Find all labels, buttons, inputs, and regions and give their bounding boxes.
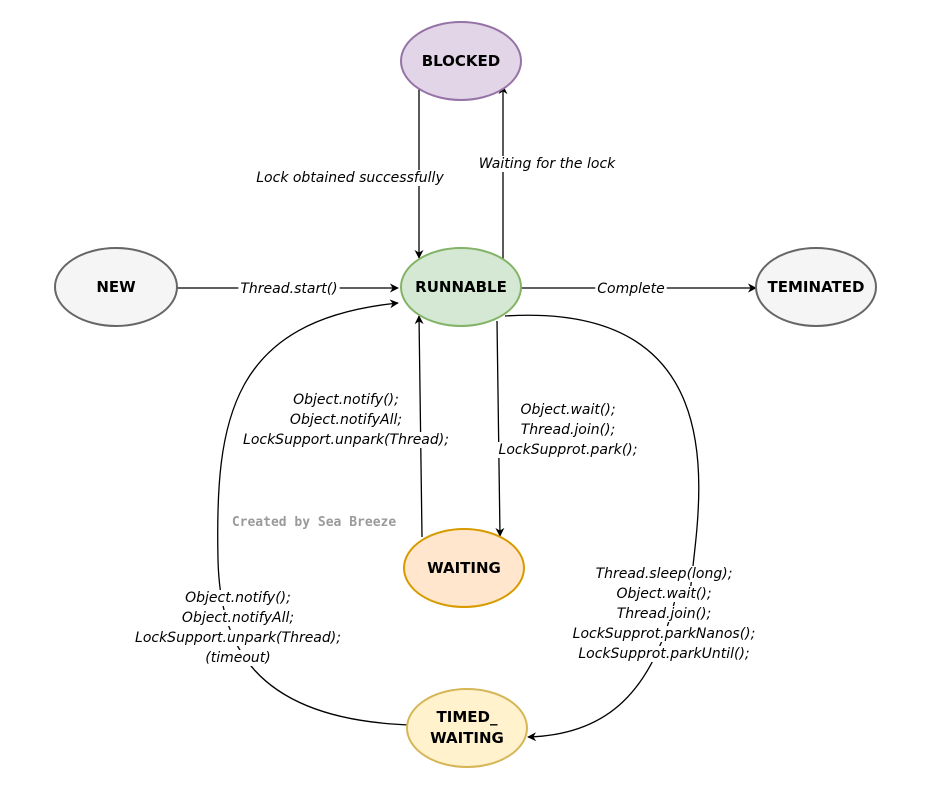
label-lock-obtained-line: Lock obtained successfully [256,170,444,186]
label-to-timed-waiting: Thread.sleep(long); Object.wait(); Thread.… [570,566,758,662]
node-timed-waiting: TIMED_ WAITING [406,688,528,768]
node-terminated-shape [755,247,877,327]
label-from-waiting-background [287,412,405,428]
label-from-timed-waiting-line: (timeout) [205,650,270,666]
node-terminated-label: TEMINATED [768,278,865,296]
label-to-timed-waiting-line: LockSupprot.parkNanos(); [573,626,756,642]
label-from-waiting-background [291,392,401,408]
label-from-timed-waiting-background [133,630,343,646]
node-runnable: RUNNABLE [400,247,522,327]
label-waiting-for-lock-background [476,156,619,172]
label-to-timed-waiting-line: Thread.join(); [617,606,712,622]
label-to-timed-waiting-line: Thread.sleep(long); [596,566,733,582]
label-to-waiting-background [518,402,618,418]
label-to-timed-waiting-background [576,646,752,662]
label-waiting-for-lock-line: Waiting for the lock [479,156,616,172]
label-lock-obtained: Lock obtained successfully [254,170,447,186]
node-runnable-shape [400,247,522,327]
label-to-timed-waiting-background [614,586,714,602]
edge-runnable-to-timed-waiting [504,314,700,742]
node-blocked-label: BLOCKED [422,52,501,70]
node-new-label: NEW [96,278,136,296]
edge-waiting-to-runnable [414,315,424,538]
label-to-timed-waiting-background [570,626,758,642]
node-blocked-shape [400,21,522,101]
label-complete-line: Complete [597,281,664,297]
node-new: NEW [54,247,178,327]
label-from-timed-waiting-background [179,610,297,626]
node-new-shape [54,247,178,327]
label-to-waiting: Object.wait(); Thread.join(); LockSupprot.… [496,402,640,458]
label-lock-obtained-background [254,170,447,186]
label-to-waiting-background [518,422,618,438]
label-waiting-for-lock: Waiting for the lock [476,156,619,172]
label-to-timed-waiting-line: LockSupprot.parkUntil(); [578,646,749,662]
label-from-timed-waiting-line: Object.notifyAll; [182,610,294,626]
label-from-timed-waiting: Object.notify(); Object.notifyAll; LockSup… [133,590,343,666]
label-from-timed-waiting-line: Object.notify(); [185,590,291,606]
watermark: Created by Sea Breeze [232,515,397,530]
node-terminated: TEMINATED [755,247,877,327]
label-from-waiting: Object.notify(); Object.notifyAll; LockSup… [241,392,451,448]
node-runnable-label: RUNNABLE [415,278,507,296]
label-to-waiting-line: Object.wait(); [520,402,615,418]
label-thread-start-line: Thread.start() [240,281,337,297]
label-thread-start-background [238,281,340,297]
label-from-timed-waiting-line: LockSupport.unpark(Thread); [135,630,341,646]
label-from-timed-waiting-background [183,590,293,606]
label-to-timed-waiting-background [614,606,714,622]
node-blocked: BLOCKED [400,21,522,101]
node-timed-waiting-label-line-1: TIMED_ [437,708,498,726]
label-to-timed-waiting-background [593,566,735,582]
label-complete: Complete [595,281,667,297]
label-to-waiting-background [496,442,640,458]
node-waiting: WAITING [403,528,525,608]
label-to-waiting-line: LockSupprot.park(); [499,442,638,458]
label-from-waiting-line: Object.notify(); [293,392,399,408]
label-from-waiting-line: LockSupport.unpark(Thread); [243,432,449,448]
node-timed-waiting-shape [406,688,528,768]
label-to-waiting-line: Thread.join(); [521,422,616,438]
edge-runnable-to-waiting [495,320,505,537]
node-waiting-shape [403,528,525,608]
label-to-timed-waiting-line: Object.wait(); [616,586,711,602]
label-thread-start: Thread.start() [238,281,340,297]
edge-timed-waiting-to-runnable [217,299,413,726]
node-timed-waiting-label-line-2: WAITING [430,729,504,747]
label-from-waiting-line: Object.notifyAll; [290,412,402,428]
label-from-timed-waiting-background [203,650,273,666]
label-from-waiting-background [241,432,451,448]
node-waiting-label: WAITING [427,559,501,577]
label-complete-background [595,281,667,297]
